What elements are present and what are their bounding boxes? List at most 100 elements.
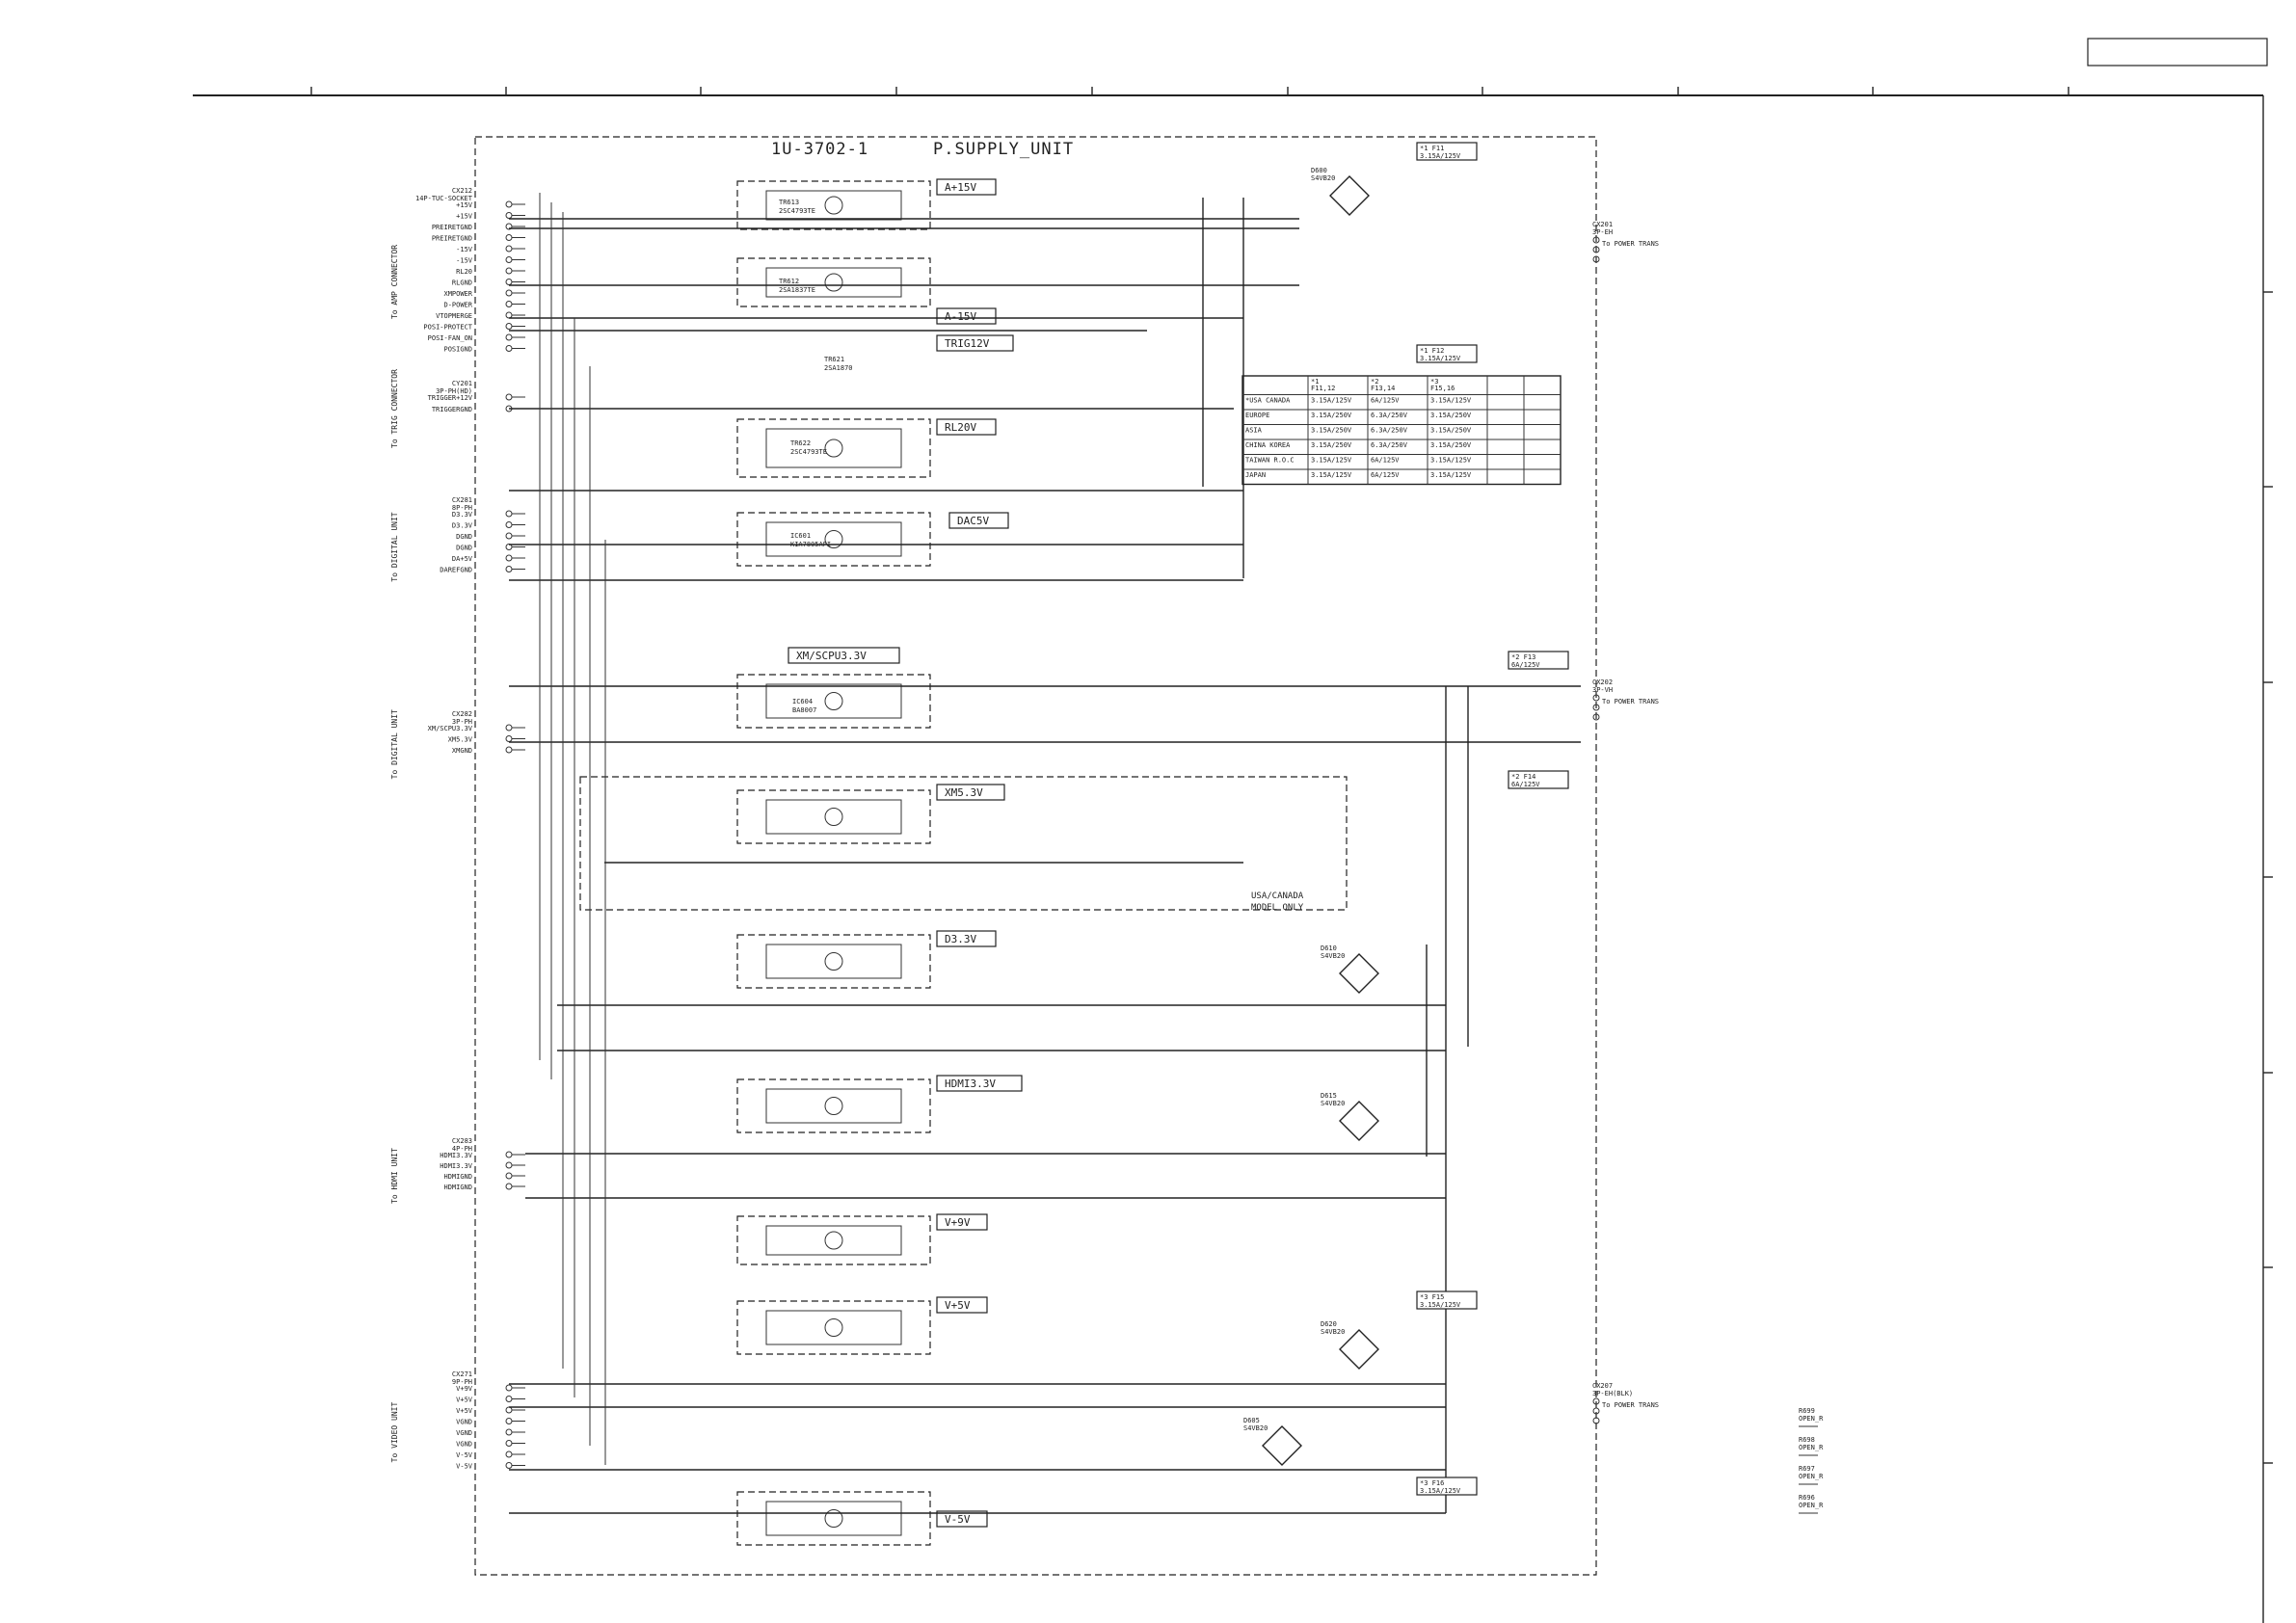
rail-label: TRIG12V [945,337,990,350]
fuse-ref: *2 F13 [1511,653,1535,661]
pin-label: HDMIGND [443,1184,472,1191]
pin-terminal [1592,704,1600,711]
pin-label: V+5V [456,1407,473,1415]
pin-label: XMGND [452,747,472,755]
connector-type: 4P-PH [452,1145,472,1153]
pin-label: V+9V [456,1385,473,1393]
regulator-inner [765,683,902,719]
rail-label-box [948,512,1009,529]
bridge-ref: D605 [1243,1417,1260,1424]
fuse-rating: 3.15A/125V [1420,1487,1461,1495]
connector-type: 3P-EH(BLK) [1592,1390,1633,1397]
connector-type: 3P-VH [1592,686,1613,694]
pin-terminal [505,393,513,401]
pin-label: DA+5V [452,555,473,563]
rail-label: V+9V [945,1216,971,1229]
transistor-symbol [824,273,843,292]
regulator-inner [765,1501,902,1536]
open-part-label: R699 [1799,1407,1815,1415]
pin-terminal [505,200,513,208]
fuse-table-cell: EUROPE [1245,412,1269,419]
rail-rl20v: RL20V [736,418,997,478]
connector-ref: CX281 [452,496,472,504]
pin-label: V-5V [456,1451,473,1459]
fuse-table-cell: 6.3A/250V [1371,412,1408,419]
pin-label: POSIGND [443,346,472,354]
pin-terminal [505,724,513,732]
regulator-inner [765,1088,902,1124]
connector-ref: CX202 [1592,678,1613,686]
page-frame [193,38,2273,1623]
pin-label: XM5.3V [448,736,473,744]
open-part-label: R698 [1799,1436,1815,1444]
pin-terminal [505,554,513,562]
pin-label: VTOPMERGE [436,312,472,320]
rail-label-box [936,930,997,947]
usa-canada-region [579,776,1348,911]
pin-label: HDMI3.3V [440,1152,473,1159]
fuse-table-cell: 3.15A/250V [1430,427,1472,435]
pin-terminal [505,1462,513,1469]
pin-label: +15V [456,213,473,221]
transistor-symbol [824,1509,843,1528]
pin-terminal [505,301,513,307]
pin-terminal [505,333,513,341]
fuse-table-cell: F13,14 [1371,385,1395,392]
regulator-block [736,789,931,844]
fuse-rating: 6A/125V [1511,781,1540,788]
rail-label-box [936,1510,988,1528]
regulator-inner [765,190,902,221]
pin-label: -15V [456,257,473,265]
part-ref: TR622 [790,439,811,447]
fuse-table-cell: 6.3A/250V [1371,441,1408,449]
rail-xm-scpu3-3v: XM/SCPU3.3V [736,647,931,729]
fuse-table-cell: 6A/125V [1371,457,1400,465]
transistor-symbol [824,196,843,215]
pin-label: POSI-PROTECT [423,324,472,332]
bridge-ref: D615 [1321,1092,1337,1100]
rail-dac5v: DAC5V [736,512,1009,567]
fuse-table-cell: F11,12 [1311,385,1335,392]
fuse-table-cell: 3.15A/250V [1311,441,1352,449]
open-part-label: OPEN_R [1799,1415,1824,1423]
fuse-table-cell: *1 [1311,378,1319,386]
fuse-table-cell: 6.3A/250V [1371,427,1408,435]
pin-terminal [1592,1417,1600,1424]
pin-terminal [505,1384,513,1392]
rail-trig12v: TRIG12V [936,334,1014,352]
pin-terminal [505,566,513,572]
connector-label: To POWER TRANS [1602,1401,1659,1409]
rail-label-box [936,1075,1023,1092]
board-part-number: 1U-3702-1 [771,140,868,159]
pin-terminal [505,1396,513,1402]
pin-label: RL20 [456,268,472,276]
pin-terminal [505,1161,513,1169]
pin-terminal [505,234,513,241]
pin-terminal [505,212,513,219]
rail-label: RL20V [945,421,976,434]
regulator-block [736,674,931,729]
pin-label: PREIRETGND [432,235,472,243]
part-number: 2SC4793TE [790,448,827,456]
connector-ref: CX282 [452,710,472,718]
rail-label-box [936,784,1005,801]
fuse-rating: 3.15A/125V [1420,355,1461,362]
fuse-table-cell: 3.15A/250V [1430,412,1472,419]
fuse-table-cell: *3 [1430,378,1438,386]
rail-label-box [936,334,1014,352]
connector-side-label: To AMP CONNECTOR [390,245,399,319]
rail-label: V-5V [945,1513,971,1526]
rail-label: A-15V [945,310,976,323]
pin-terminal [505,1151,513,1158]
regulator-block [736,180,931,230]
transistor-symbol [824,1097,843,1115]
fuse-table-cell: 3.15A/250V [1430,441,1472,449]
